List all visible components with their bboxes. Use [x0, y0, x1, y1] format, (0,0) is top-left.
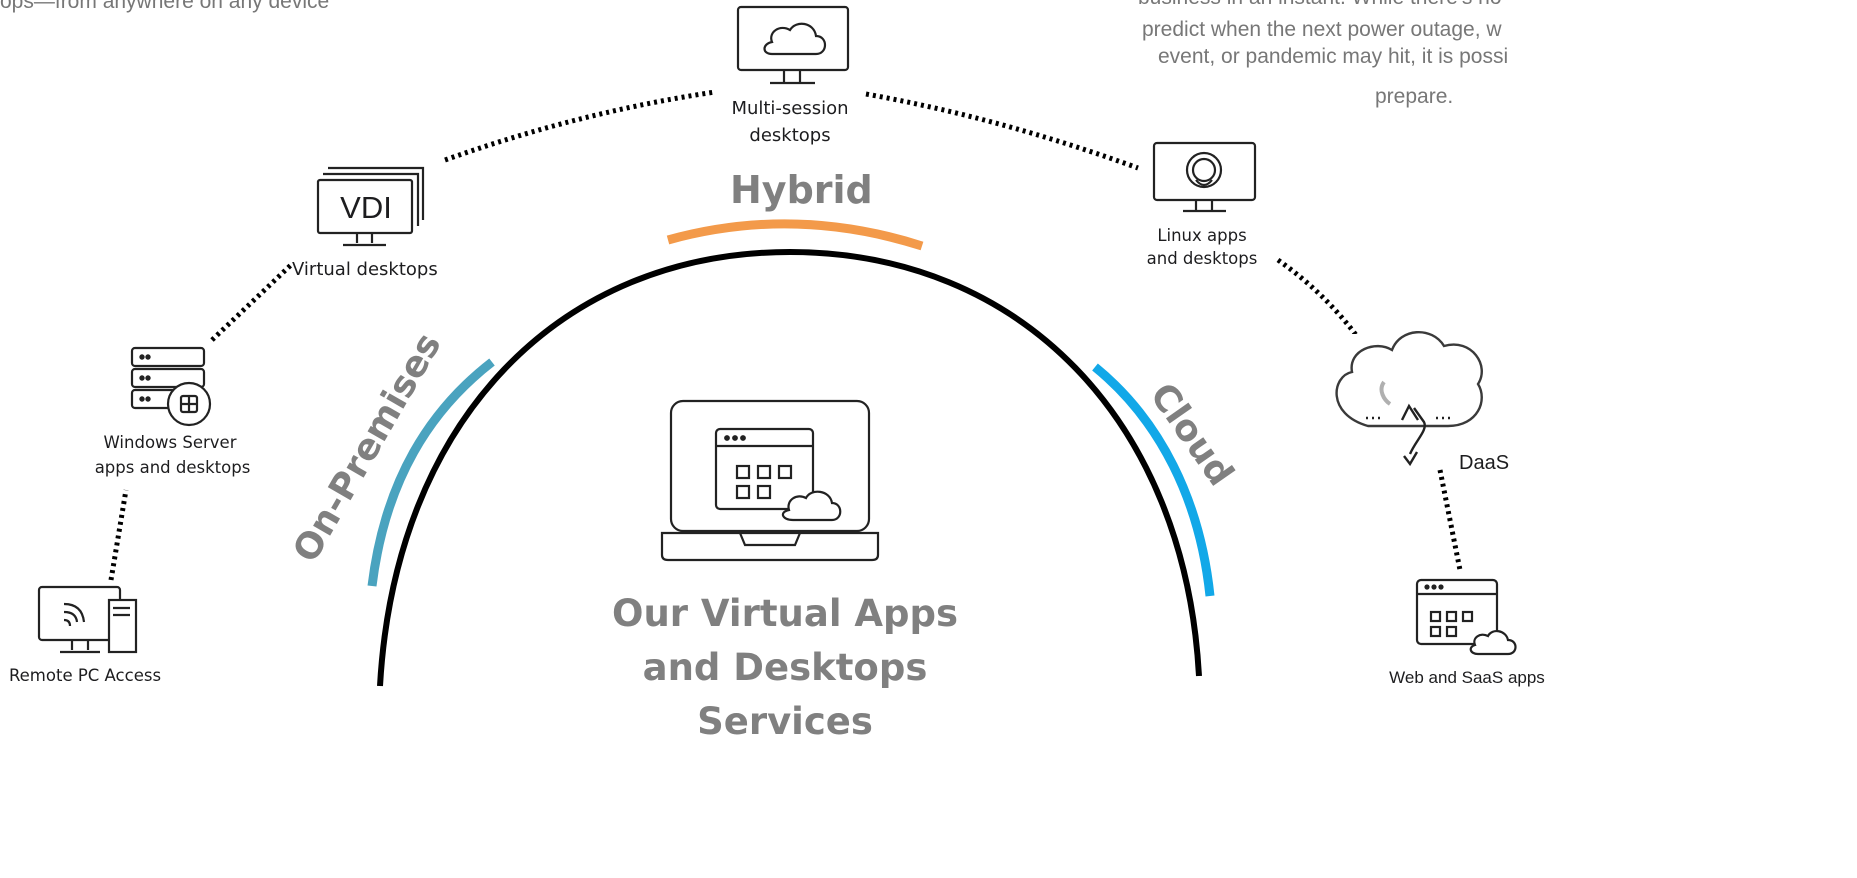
center-title-line3: Services: [697, 700, 873, 743]
linux-label-1: Linux apps: [1157, 226, 1247, 245]
side-text-line1: business in an instant. While there's no: [1138, 0, 1568, 11]
remote-pc-icon: [37, 585, 138, 654]
diagram-stage: ops—from anywhere on any device business…: [0, 0, 1568, 743]
windows-server-label-1: Windows Server: [103, 433, 237, 452]
linux-monitor-icon: [1152, 141, 1257, 213]
center-title-line2: and Desktops: [642, 646, 928, 689]
intro-text: ops—from anywhere on any device: [0, 0, 330, 13]
multi-session-label-1: Multi-session: [731, 98, 849, 119]
cloud-monitor-icon: [736, 5, 850, 85]
remote-pc-label: Remote PC Access: [8, 666, 162, 685]
vdi-badge: VDI: [340, 190, 392, 225]
connector-remote-to-winserver: [108, 489, 129, 581]
laptop-app-grid-cloud-icon: [660, 399, 880, 562]
multi-session-label-2: desktops: [749, 125, 831, 146]
side-text-line2: predict when the next power outage, w: [1142, 18, 1502, 41]
hybrid-label: Hybrid: [730, 168, 873, 212]
side-text-line4: prepare.: [1375, 85, 1454, 108]
connector-vdi-to-multisession: [444, 89, 716, 163]
vdi-label: Virtual desktops: [292, 259, 438, 280]
windows-server-label-2: apps and desktops: [94, 458, 251, 477]
daas-label: DaaS: [1459, 452, 1510, 474]
cloud-arc: [1092, 363, 1215, 597]
vdi-monitor-icon: [316, 166, 425, 247]
side-text-line3: event, or pandemic may hit, it is possi: [1158, 45, 1509, 68]
center-title-line1: Our Virtual Apps: [611, 592, 959, 635]
cloud-sync-icon: [1325, 330, 1487, 467]
connector-multisession-to-linux: [865, 91, 1139, 171]
hybrid-arc: [666, 219, 924, 251]
windows-server-icon: [130, 346, 212, 427]
on-premises-arc: [367, 358, 495, 587]
linux-label-2: and desktops: [1146, 249, 1258, 268]
connector-daas-to-websaas: [1437, 469, 1463, 571]
main-arch: [377, 248, 1202, 687]
web-saas-icon: [1415, 578, 1517, 656]
web-saas-label: Web and SaaS apps: [1389, 668, 1545, 687]
connector-winserver-to-vdi: [210, 261, 295, 342]
diagram-graphics: [37, 5, 1517, 687]
